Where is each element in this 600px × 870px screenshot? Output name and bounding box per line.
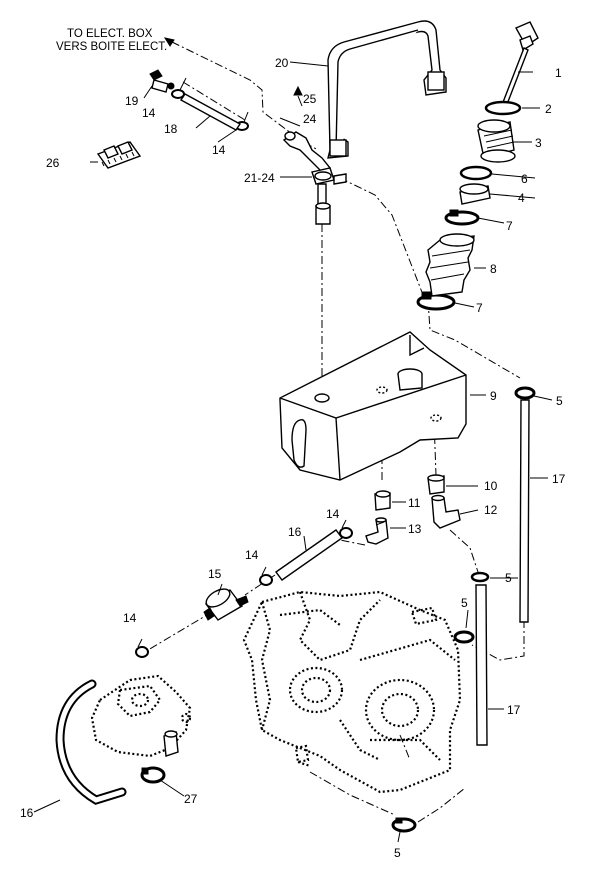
fitting-19 xyxy=(149,69,175,93)
oil-level-sensor xyxy=(282,85,347,225)
clamp-5d xyxy=(391,817,417,833)
callout-7a: 7 xyxy=(506,219,513,233)
terminal-block xyxy=(96,141,142,169)
callout-8: 8 xyxy=(490,262,497,276)
oil-pump-housing xyxy=(90,674,192,758)
callout-14a: 14 xyxy=(142,106,156,120)
callout-13: 13 xyxy=(408,522,422,536)
callout-24: 24 xyxy=(303,112,317,126)
nut xyxy=(459,183,491,205)
dipstick xyxy=(499,21,539,113)
filler-bellows xyxy=(425,233,475,297)
callout-4: 4 xyxy=(518,191,525,205)
grommet-10 xyxy=(427,474,445,495)
callout-14c: 14 xyxy=(326,507,340,521)
oil-tank xyxy=(279,331,467,481)
oil-hose-16-lower xyxy=(55,679,127,805)
clip-14e xyxy=(135,638,149,658)
callout-26: 26 xyxy=(46,156,60,170)
o-ring xyxy=(484,100,522,116)
clamp-27 xyxy=(140,766,166,784)
callout-14e: 14 xyxy=(123,611,137,625)
oil-filter xyxy=(203,588,249,621)
note-line-1: TO ELECT. BOX xyxy=(67,28,153,40)
callout-25: 25 xyxy=(303,92,317,106)
callout-14b: 14 xyxy=(212,143,226,157)
callout-21-24: 21-24 xyxy=(244,171,275,185)
filler-neck xyxy=(477,119,516,163)
elbow-fitting-12 xyxy=(431,494,461,529)
callout-16b: 16 xyxy=(20,806,34,820)
callout-5b: 5 xyxy=(505,571,512,585)
callout-12: 12 xyxy=(484,503,498,517)
tank-handle-bracket xyxy=(327,20,447,159)
clip-14a xyxy=(171,77,187,99)
callout-5c: 5 xyxy=(461,596,468,610)
grommet-11 xyxy=(374,490,391,511)
oil-hose-16-upper xyxy=(275,529,343,581)
callout-17b: 17 xyxy=(507,703,521,717)
engine-block xyxy=(242,590,462,794)
callout-19: 19 xyxy=(125,94,139,108)
callout-27: 27 xyxy=(184,792,198,806)
callout-6: 6 xyxy=(521,172,528,186)
note-line-2: VERS BOITE ELECT. xyxy=(56,41,167,53)
clip-14d xyxy=(259,566,273,586)
callout-3: 3 xyxy=(535,136,542,150)
callouts: 1 2 3 4 5 5 5 5 6 7 7 8 9 10 11 12 13 14… xyxy=(20,56,566,860)
arrow-to-elect-box-icon xyxy=(163,37,175,47)
callout-1: 1 xyxy=(555,66,562,80)
callout-2: 2 xyxy=(545,102,552,116)
callout-20: 20 xyxy=(275,56,289,70)
callout-15: 15 xyxy=(208,567,222,581)
assembly-lines xyxy=(147,41,525,823)
callout-7b: 7 xyxy=(476,301,483,315)
callout-9: 9 xyxy=(490,389,497,403)
callout-5d: 5 xyxy=(394,846,401,860)
engine-fitting-left xyxy=(294,744,311,768)
callout-14d: 14 xyxy=(245,548,259,562)
clamp-5b xyxy=(470,571,490,583)
clip-14c xyxy=(339,519,353,539)
callout-16a: 16 xyxy=(288,525,302,539)
vent-hose-17-lower xyxy=(475,584,488,746)
leader-lines xyxy=(33,37,553,843)
clamp-5c xyxy=(453,630,475,644)
callout-18: 18 xyxy=(164,122,178,136)
callout-11: 11 xyxy=(408,496,421,510)
gasket xyxy=(459,165,493,181)
vent-hose-17-upper xyxy=(519,399,530,623)
elbow-fitting-13 xyxy=(365,517,389,545)
hose-clamp-upper xyxy=(444,209,480,226)
clamp-5a xyxy=(514,386,536,400)
callout-17a: 17 xyxy=(552,472,566,486)
callout-10: 10 xyxy=(484,479,498,493)
callout-5a: 5 xyxy=(556,394,563,408)
